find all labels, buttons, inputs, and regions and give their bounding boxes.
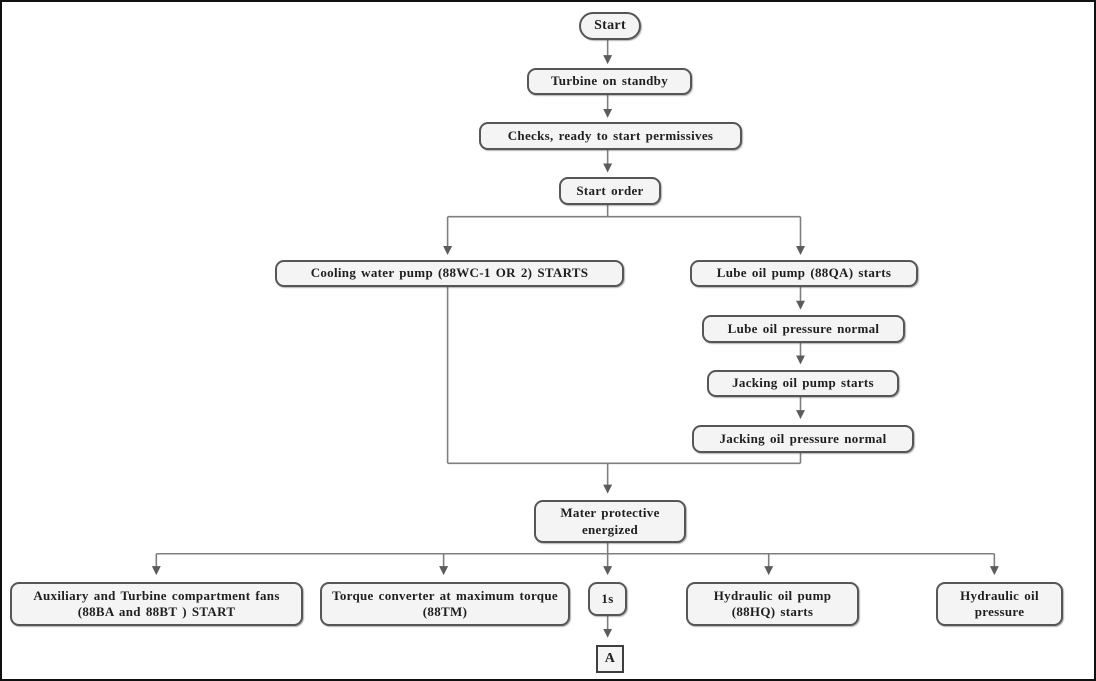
node-jacking-oil-pressure: Jacking oil pressure normal [692,425,914,453]
node-torque-converter: Torque converter at maximum torque (88TM… [320,582,570,626]
split-line [447,203,801,218]
node-turbine-on-standby: Turbine on standby [527,68,692,95]
node-start: Start [579,12,641,40]
node-delay-1s: 1s [588,582,627,616]
node-jacking-oil-pump: Jacking oil pump starts [707,370,899,397]
node-cooling-water-pump: Cooling water pump (88WC-1 OR 2) STARTS [275,260,624,287]
node-start-order: Start order [559,177,661,205]
node-master-protective: Mater protective energized [534,500,686,543]
node-lube-oil-pressure: Lube oil pressure normal [702,315,905,343]
node-auxiliary-fans: Auxiliary and Turbine compartment fans (… [10,582,303,626]
node-hydraulic-oil-pressure: Hydraulic oil pressure [936,582,1063,626]
node-lube-oil-pump: Lube oil pump (88QA) starts [690,260,918,287]
node-connector-a: A [596,645,624,673]
node-checks-permissives: Checks, ready to start permissives [479,122,742,150]
node-hydraulic-oil-pump: Hydraulic oil pump (88HQ) starts [686,582,859,626]
